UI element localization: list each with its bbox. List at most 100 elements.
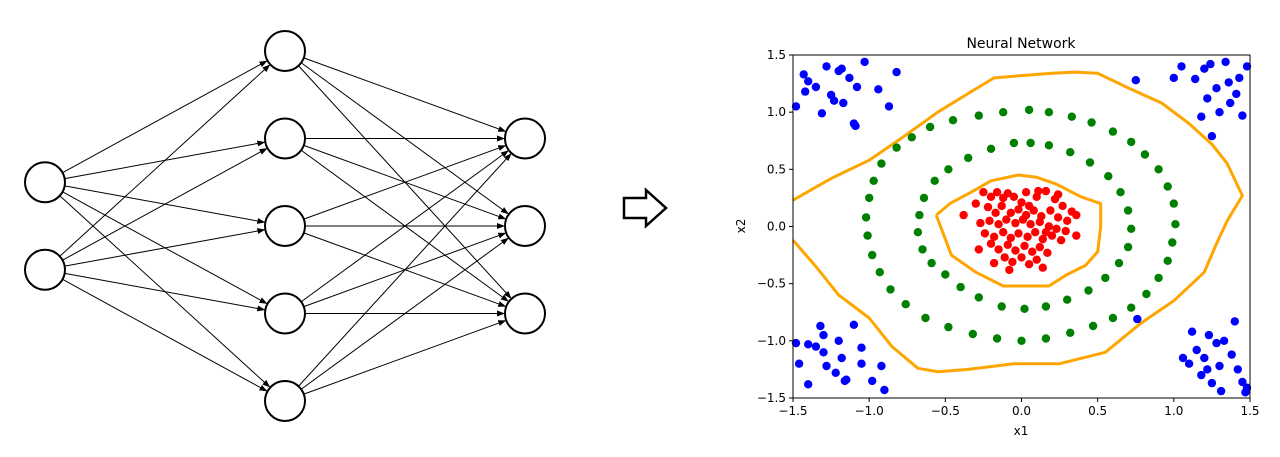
point-s2-41 [1023, 232, 1032, 241]
point-s2-56 [1017, 253, 1026, 262]
point-s0-33 [1207, 132, 1217, 141]
point-s0-9 [829, 96, 839, 105]
point-s1-7 [913, 228, 923, 237]
point-s2-68 [1021, 188, 1031, 197]
point-s1-31 [974, 111, 983, 120]
point-s0-7 [845, 73, 854, 83]
point-s2-1 [979, 188, 988, 197]
point-s2-16 [983, 202, 993, 212]
point-s0-27 [1232, 89, 1241, 99]
point-s1-0 [1009, 138, 1019, 148]
x-tick-label-3: 0.0 [1012, 404, 1031, 418]
point-s1-10 [941, 270, 950, 279]
y-tick-label-5: −1.0 [757, 334, 786, 348]
point-s2-66 [1041, 228, 1051, 237]
point-s0-35 [1131, 76, 1141, 85]
point-s1-2 [964, 153, 973, 163]
point-s1-61 [1163, 182, 1172, 191]
scatter-points [791, 57, 1252, 397]
point-s0-60 [1200, 353, 1209, 363]
point-s0-47 [811, 342, 821, 351]
point-s1-12 [974, 293, 983, 302]
point-s1-50 [1041, 334, 1051, 343]
point-s0-46 [819, 330, 828, 340]
point-s0-62 [1219, 336, 1229, 345]
point-s1-25 [1085, 158, 1095, 167]
edge-l0-1-to-0 [59, 64, 271, 257]
point-s0-23 [1224, 78, 1233, 87]
point-s0-56 [840, 376, 849, 386]
edge-l0-1-to-2 [64, 228, 266, 267]
point-s2-67 [971, 199, 980, 208]
point-s0-53 [877, 361, 886, 371]
point-s0-61 [1212, 338, 1221, 348]
point-s1-52 [1088, 321, 1098, 331]
point-s2-37 [989, 232, 999, 241]
point-s2-43 [1038, 234, 1048, 244]
point-s1-30 [999, 108, 1008, 117]
point-s0-74 [1133, 314, 1142, 324]
point-s0-52 [857, 359, 866, 368]
point-s2-5 [1003, 189, 1012, 198]
point-s2-3 [992, 188, 1002, 197]
point-s0-70 [1197, 370, 1206, 380]
y-tick-label-2: 0.5 [767, 162, 786, 176]
x-tick-label-4: 0.5 [1088, 404, 1107, 418]
point-s0-12 [892, 67, 901, 77]
point-s1-1 [986, 144, 996, 153]
network-edges [59, 57, 512, 395]
edge-l0-0-to-0 [62, 60, 268, 174]
point-s1-24 [1104, 172, 1113, 181]
x-tick-label-0: −1.5 [778, 404, 807, 418]
point-s0-36 [1169, 73, 1179, 83]
point-s2-54 [1000, 253, 1009, 262]
point-s2-63 [1061, 226, 1070, 236]
point-s2-32 [1026, 220, 1035, 229]
point-s1-26 [1066, 148, 1075, 157]
point-s2-29 [1002, 215, 1011, 224]
point-s1-68 [1044, 108, 1054, 117]
point-s2-19 [1006, 208, 1015, 217]
node-layer1-4 [264, 380, 306, 422]
node-layer2-1 [504, 205, 546, 247]
point-s0-17 [801, 87, 810, 96]
point-s2-58 [1032, 255, 1041, 264]
point-s0-51 [834, 336, 843, 345]
point-s0-0 [799, 70, 808, 79]
point-s2-49 [1011, 246, 1020, 255]
point-s1-62 [1154, 165, 1163, 174]
point-s1-28 [1026, 138, 1035, 148]
point-s1-35 [892, 143, 901, 152]
edge-l1-4-to-2 [303, 320, 507, 395]
point-s0-75 [1241, 388, 1250, 397]
point-s1-60 [1169, 199, 1179, 208]
edge-l1-4-to-0 [298, 153, 512, 387]
point-s0-31 [1177, 62, 1186, 71]
point-s2-33 [1035, 217, 1045, 227]
point-s0-1 [804, 77, 813, 86]
point-s1-8 [918, 245, 927, 254]
point-s2-35 [1052, 224, 1061, 233]
point-s2-62 [974, 245, 983, 254]
point-s0-8 [852, 82, 862, 92]
point-s2-36 [980, 229, 990, 238]
point-s1-51 [1066, 328, 1075, 337]
point-s2-25 [1053, 213, 1063, 222]
point-s1-32 [948, 116, 958, 125]
node-layer2-2 [504, 292, 546, 335]
point-s0-59 [1192, 345, 1201, 355]
point-s1-42 [875, 268, 884, 277]
point-s0-24 [1235, 73, 1244, 83]
point-s1-38 [865, 193, 874, 203]
edge-l0-1-to-1 [62, 148, 268, 261]
point-s0-43 [837, 353, 846, 363]
point-s1-27 [1044, 141, 1054, 150]
point-s1-65 [1108, 127, 1118, 136]
point-s0-50 [816, 321, 825, 331]
point-s0-67 [1238, 377, 1247, 387]
edge-l1-2-to-0 [303, 145, 507, 220]
point-s0-21 [1200, 64, 1209, 73]
point-s0-19 [860, 57, 869, 67]
